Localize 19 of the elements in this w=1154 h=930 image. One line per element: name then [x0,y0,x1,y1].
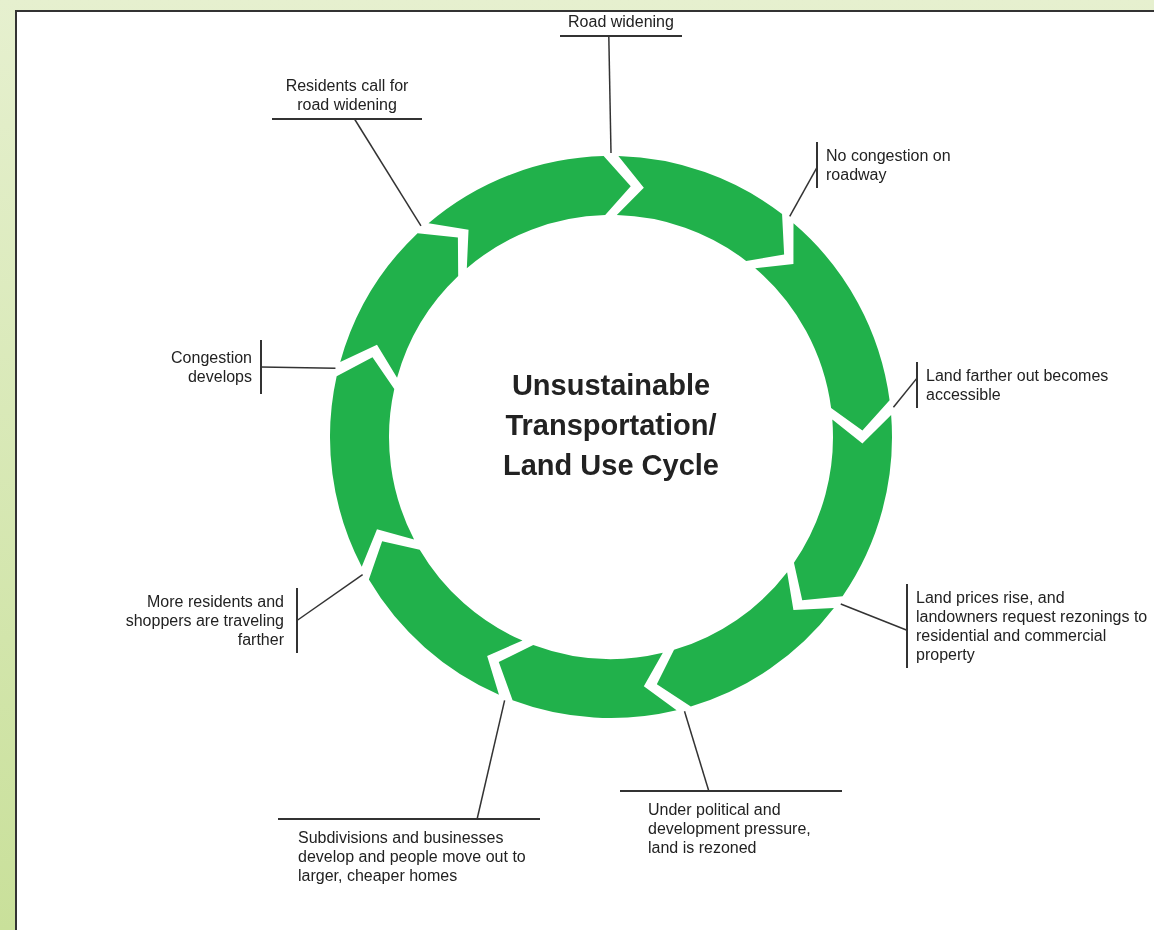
callout-label: Land prices rise, and landowners request rezonings to residential and commercial property [906,584,1148,668]
cycle-title: Unsustainable Transportation/ Land Use Cycle [502,368,720,483]
leader-line [260,366,337,370]
callout-label: Land farther out becomes accessible [916,362,1116,408]
leader-line [789,166,818,218]
callout-label: Residents call for road widening [272,76,422,120]
leader-line [476,699,506,820]
callout-label: Under political and development pressure, land is rezoned [620,790,842,857]
callout-label: No congestion on roadway [816,142,991,188]
callout-label: Subdivisions and businesses develop and people move out to larger, cheaper homes [278,818,540,885]
leader-line [296,573,364,622]
leader-line [353,118,422,227]
leader-line [892,377,918,409]
leader-line [608,35,612,154]
leader-line [683,710,710,792]
callout-label: More residents and shoppers are traveling farther [90,588,298,653]
callout-label: Congestion develops [140,340,262,394]
callout-label: Road widening [560,12,682,37]
leader-line [840,603,908,631]
